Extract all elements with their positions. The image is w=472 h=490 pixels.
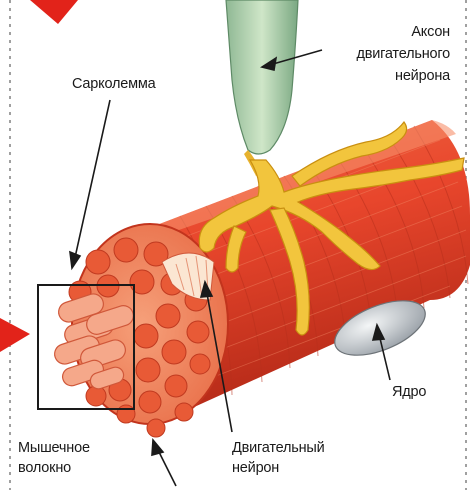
label-motor-neuron-line2: нейрон: [232, 460, 279, 477]
label-axon-line2: двигательного: [320, 46, 450, 63]
label-axon-line3: нейрона: [350, 68, 450, 85]
label-nucleus: Ядро: [392, 384, 426, 401]
label-sarcolemma: Сарколемма: [72, 76, 156, 93]
label-motor-neuron-line1: Двигательный: [232, 440, 325, 457]
label-axon-line1: Аксон: [350, 24, 450, 41]
label-muscle-fiber-line2: волокно: [18, 460, 71, 477]
label-muscle-fiber-line1: Мышечное: [18, 440, 90, 457]
red-arrow-mark-left: [0, 318, 30, 352]
red-arrow-mark-top: [30, 0, 78, 24]
motor-neuron-axon: [226, 0, 298, 176]
